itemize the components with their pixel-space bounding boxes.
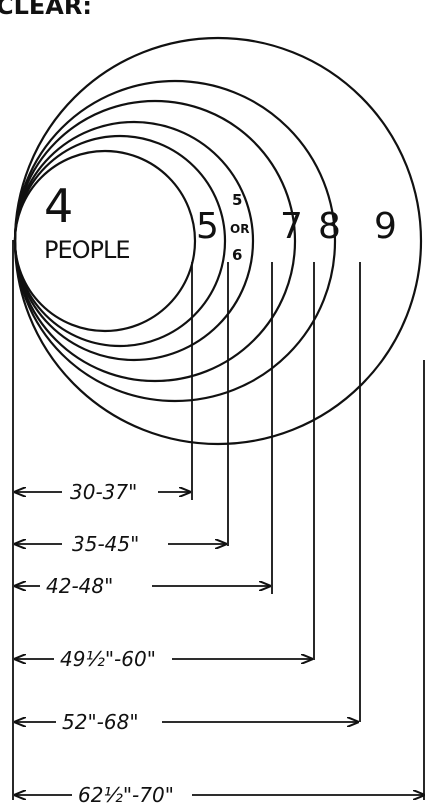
dimension-arrows (15, 492, 424, 795)
ring-label-5-or-6-bot: 6 (232, 246, 242, 264)
dim-label-3: 42-48" (46, 574, 113, 598)
ring-label-5-or-6-top: 5 (232, 191, 242, 209)
ring-label-7: 7 (280, 206, 303, 247)
circle-group (13, 36, 423, 446)
dim-label-5: 52"-68" (62, 710, 139, 734)
extension-lines (12, 240, 425, 800)
ring-label-5: 5 (196, 206, 219, 247)
dim-label-4: 49½"-60" (60, 647, 156, 671)
center-number: 4 (44, 179, 73, 233)
ring-label-5-or-6-mid: OR (230, 222, 249, 236)
circle-9-people (13, 36, 423, 446)
dim-label-1: 30-37" (70, 480, 137, 504)
dim-label-2: 35-45" (72, 532, 139, 556)
center-word: PEOPLE (44, 236, 130, 264)
header-fragment: CLEAR: (0, 0, 92, 20)
ring-label-8: 8 (318, 206, 341, 247)
ring-label-9: 9 (374, 206, 397, 247)
dim-label-6: 62½"-70" (78, 783, 174, 807)
